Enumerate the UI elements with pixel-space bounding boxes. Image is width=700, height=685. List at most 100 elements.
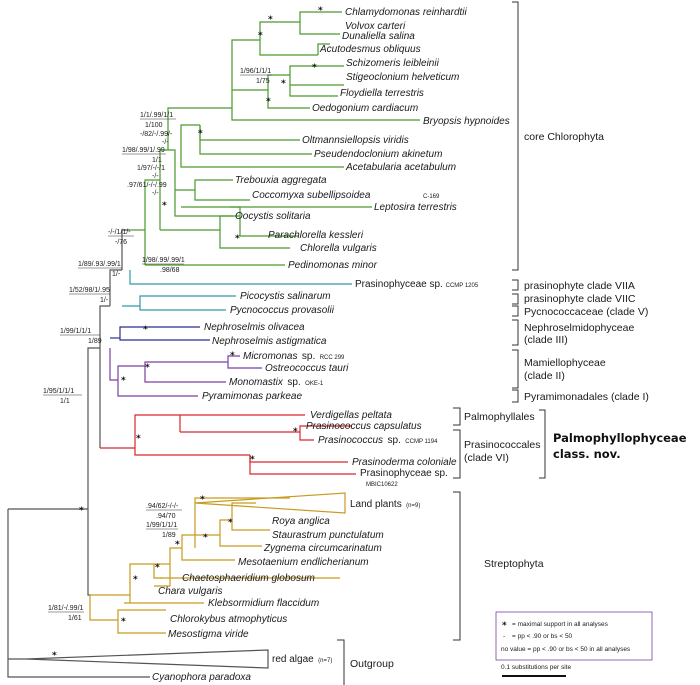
star-marker: * (281, 79, 286, 89)
clade-outgroup: Outgroup (350, 658, 394, 670)
taxon-pedinomonas: Pedinomonas minor (288, 260, 378, 271)
star-marker: * (136, 434, 141, 444)
support-label: 1/98/.99/1/.99 (122, 147, 165, 154)
taxon-dunaliella: Dunaliella salina (342, 31, 415, 42)
star-marker: * (121, 617, 126, 627)
clade-pyramimonadales: Pyramimonadales (clade I) (524, 391, 649, 403)
clade-nephroselmidophyceae: Nephroselmidophyceae (524, 322, 634, 334)
taxon-bryopsis: Bryopsis hypnoides (423, 116, 510, 127)
support-label: 1/- (112, 271, 121, 278)
clade-mamiellophyceae-sub: (clade II) (524, 370, 565, 382)
prasinophyte-vii-branches (122, 270, 352, 311)
taxon-prasinophyceae-mbic: Prasinophyceae sp. (360, 468, 448, 479)
taxon-staurastrum: Staurastrum punctulatum (272, 530, 384, 541)
star-marker: * (235, 234, 240, 244)
taxon-acetabularia: Acetabularia acetabulum (345, 162, 456, 173)
support-label: 1/100 (145, 122, 163, 129)
legend-star-label: = maximal support in all analyses (512, 621, 609, 628)
support-label: 1/98/.99/.99/1 (142, 257, 185, 264)
taxon-cyanophora: Cyanophora paradoxa (152, 672, 251, 683)
taxon-trebouxia: Trebouxia aggregata (235, 175, 327, 186)
support-label: 1/89 (88, 338, 102, 345)
support-label: 1/61 (68, 615, 82, 622)
support-label: 1/81/-/.99/1 (48, 605, 84, 612)
legend-novalue-label: no value = pp < .90 or bs < 50 in all an… (501, 646, 631, 653)
star-marker: * (52, 651, 57, 661)
taxon-oocystis: Oocystis solitaria (235, 211, 311, 222)
core-chlorophyta-branches (130, 11, 420, 266)
taxon-pycnococcus: Pycnococcus provasolii (230, 305, 335, 316)
clade-nephroselmidophyceae-sub: (clade III) (524, 334, 568, 346)
support-values: 1/1/.99/1/1 1/100 -/82/-/.99/- -/- 1/98/… (43, 68, 272, 622)
taxon-prasinococcus-sp: Prasinococcus sp. CCMP 1194 (318, 430, 438, 447)
support-label: 1/75 (256, 78, 270, 85)
taxon-chlorella: Chlorella vulgaris (300, 243, 377, 254)
legend-star-symbol: * (502, 621, 507, 631)
palmophyllophyceae-branches (100, 414, 356, 475)
star-marker: * (162, 201, 167, 211)
taxon-roya: Roya anglica (272, 516, 330, 527)
scale-bar: 0.1 substitutions per site (501, 664, 571, 677)
clade-palmophyllophyceae-sub: class. nov. (553, 447, 621, 461)
taxon-picocystis: Picocystis salinarum (240, 291, 331, 302)
star-marker: * (175, 540, 180, 550)
support-label: -/- (152, 190, 159, 197)
star-marker: * (145, 363, 150, 373)
star-marker: * (312, 63, 317, 73)
outgroup-branches (7, 649, 269, 678)
support-label: -/- (162, 139, 169, 146)
clade-brackets (337, 1, 546, 685)
star-marker: * (133, 575, 138, 585)
support-label: 1/89/.93/.99/1 (78, 261, 121, 268)
clade-prasinococcales: Prasinococcales (464, 439, 540, 451)
legend: * = maximal support in all analyses - = … (495, 611, 653, 661)
taxon-klebsormidium: Klebsormidium flaccidum (208, 598, 319, 609)
star-marker: * (198, 129, 203, 139)
strain-coccomyxa: C-169 (423, 194, 440, 200)
support-stars: * * * * * * * * * * * * * * * * * * * * … (52, 6, 323, 661)
star-marker: * (258, 31, 263, 41)
strain-prasinophyceae-mbic: MBIC10622 (366, 482, 398, 488)
clade-palmophyllophyceae: Palmophyllophyceae (553, 431, 687, 445)
support-label: -/- (152, 173, 159, 180)
star-marker: * (266, 97, 271, 107)
support-label: -/82/-/.99/- (140, 131, 173, 138)
support-label: 1/1 (60, 398, 70, 405)
support-label: 1/97/-/-/1 (137, 165, 165, 172)
taxon-chlamydomonas: Chlamydomonas reinhardtii (345, 7, 468, 18)
taxon-coccomyxa: Coccomyxa subellipsoidea (252, 190, 371, 201)
taxon-ostreococcus: Ostreococcus tauri (265, 363, 349, 374)
taxon-nephroselmis-olivacea: Nephroselmis olivacea (204, 322, 305, 333)
support-label: 1/99/1/1/1 (60, 328, 91, 335)
clade-pycnococcaceae: Pycnococcaceae (clade V) (524, 306, 648, 318)
taxon-parachlorella: Parachlorella kessleri (268, 230, 364, 241)
taxon-chara: Chara vulgaris (158, 586, 222, 597)
clade-viia: prasinophyte clade VIIA (524, 280, 635, 292)
support-label: 1/95/1/1/1 (43, 388, 74, 395)
taxon-mesostigma: Mesostigma viride (168, 629, 249, 640)
support-label: .94/70 (156, 513, 176, 520)
taxon-oedogonium: Oedogonium cardiacum (312, 103, 418, 114)
star-marker: * (268, 15, 273, 25)
taxon-chlorokybus: Chlorokybus atmophyticus (170, 614, 287, 625)
support-label: -/-/1/1/- (108, 229, 131, 236)
support-label: 1/1 (152, 157, 162, 164)
support-label: -/76 (115, 239, 127, 246)
taxon-oltmannsiellopsis: Oltmannsiellopsis viridis (302, 135, 409, 146)
clade-streptophyta: Streptophyta (484, 558, 544, 570)
taxon-monomastix: Monomastix sp. OKE-1 (229, 372, 324, 389)
support-label: 1/1/.99/1/1 (140, 112, 173, 119)
support-label: 1/99/1/1/1 (146, 522, 177, 529)
star-marker: * (203, 533, 208, 543)
taxon-red-algae: red algae (n=7) (272, 649, 332, 666)
land-plants-triangle (194, 492, 346, 514)
taxon-prasinophyceae-1205: Prasinophyceae sp. CCMP 1205 (355, 279, 479, 290)
support-label: .94/62/-/-/- (146, 503, 179, 510)
clade-palmophyllales: Palmophyllales (464, 411, 535, 423)
star-marker: * (228, 518, 233, 528)
star-marker: * (250, 455, 255, 465)
taxon-stigeoclonium: Stigeoclonium helveticum (346, 72, 459, 83)
support-label: 1/89 (162, 532, 176, 539)
taxon-volvox: Volvox carteri (345, 21, 406, 32)
